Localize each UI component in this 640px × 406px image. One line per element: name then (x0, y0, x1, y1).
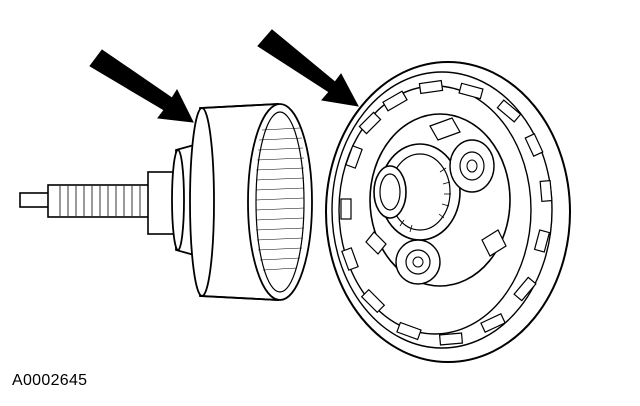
arrow-indicator-right (257, 29, 359, 107)
figure-caption: A0002645 (12, 372, 88, 389)
input-shaft (19, 171, 179, 235)
ring-gear-drum (171, 103, 313, 301)
arrow-indicator-left (89, 49, 194, 123)
planetary-carrier-assembly (325, 61, 571, 363)
